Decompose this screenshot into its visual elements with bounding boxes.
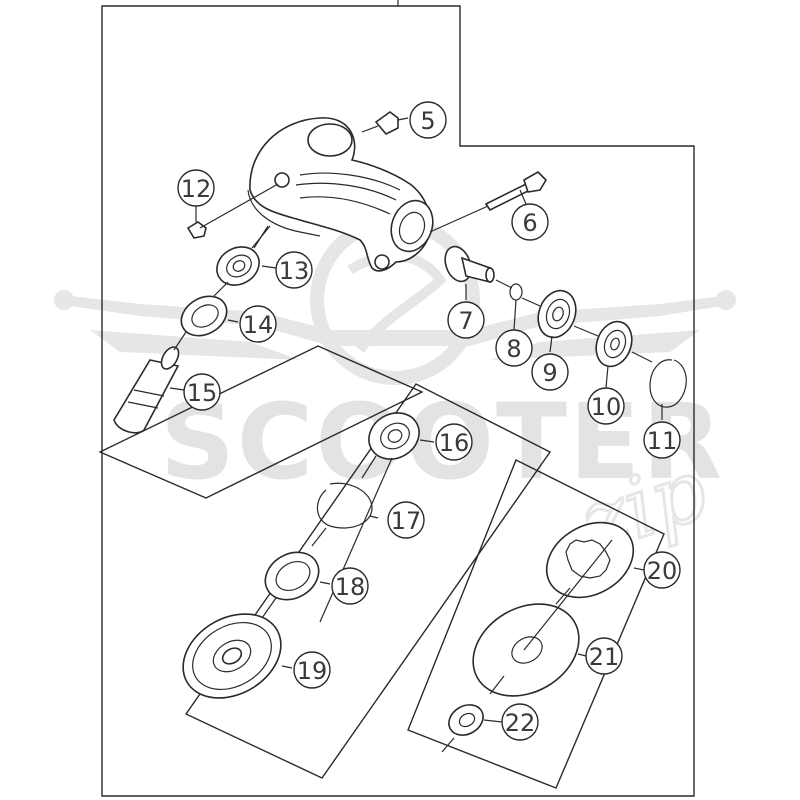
callout-14-label: 14 <box>243 311 274 339</box>
callout-16: 16 <box>435 423 473 461</box>
axis-leader-middle <box>319 457 393 623</box>
callout-18: 18 <box>331 567 369 605</box>
part-19-drive-cup <box>182 613 293 699</box>
callout-15-label: 15 <box>187 379 218 407</box>
callout-5-label: 5 <box>420 107 435 135</box>
part-7-pinion-gear <box>444 245 495 300</box>
callout-20: 20 <box>643 551 681 589</box>
callout-11-label: 11 <box>647 427 678 455</box>
callout-19-label: 19 <box>297 657 328 685</box>
callout-14: 14 <box>239 305 277 343</box>
housing-rib-1 <box>299 172 401 191</box>
callout-9: 9 <box>531 353 569 391</box>
part-11-snap-ring <box>631 351 687 420</box>
part-10-bearing <box>573 320 633 389</box>
callout-15: 15 <box>183 373 221 411</box>
callout-6: 6 <box>511 189 549 241</box>
housing-screw-hole <box>274 172 290 188</box>
watermark: SCOOTER zip <box>54 215 736 574</box>
axis-leader-blade <box>523 539 613 651</box>
watermark-handlebar <box>54 290 736 360</box>
callout-8: 8 <box>495 329 533 367</box>
housing-lower-edge <box>247 189 321 237</box>
housing-rib-2 <box>295 182 397 201</box>
callout-17-label: 17 <box>391 507 422 535</box>
callout-21: 21 <box>585 637 623 675</box>
callout-9-label: 9 <box>542 359 557 387</box>
part-16-bearing <box>361 412 435 479</box>
part-17-circlip <box>311 482 379 547</box>
part-9-bearing <box>521 289 577 353</box>
part-21-pressure-plate <box>472 603 587 697</box>
part-6-long-bolt <box>429 171 548 233</box>
axis-leader-upper <box>253 225 269 249</box>
callout-10-label: 10 <box>591 393 622 421</box>
callout-16-label: 16 <box>439 429 470 457</box>
callout-20-label: 20 <box>647 557 678 585</box>
callout-6-label: 6 <box>522 209 537 237</box>
callout-8-label: 8 <box>506 335 521 363</box>
housing-side-bore-inner <box>398 211 426 245</box>
housing-top-bore <box>307 123 353 157</box>
callout-13: 13 <box>275 251 313 289</box>
housing-lug <box>374 254 390 270</box>
part-14-seal <box>180 281 239 337</box>
subassembly-box-bearings <box>184 383 552 779</box>
callout-12-label: 12 <box>181 175 212 203</box>
callout-18-label: 18 <box>335 573 366 601</box>
callout-11: 11 <box>643 421 681 459</box>
callout-21-label: 21 <box>589 643 620 671</box>
housing-body <box>249 117 432 272</box>
housing-rib-3 <box>299 196 391 215</box>
subassembly-box-shaft <box>98 345 424 499</box>
callout-13-label: 13 <box>279 257 310 285</box>
callout-7: 7 <box>447 301 485 339</box>
part-12-screw <box>186 183 279 239</box>
callout-22: 22 <box>501 703 539 741</box>
part-22-nut <box>441 704 503 753</box>
part-5-bolt <box>361 111 409 135</box>
part-8-circlip <box>495 279 523 331</box>
callout-22-label: 22 <box>505 709 536 737</box>
callout-7-label: 7 <box>458 307 473 335</box>
callout-10: 10 <box>587 387 625 425</box>
gear-housing <box>247 117 434 272</box>
subassembly-box-blade <box>407 459 665 789</box>
callout-19: 19 <box>293 651 331 689</box>
callout-5: 5 <box>409 101 447 139</box>
callout-17: 17 <box>387 501 425 539</box>
callout-12: 12 <box>177 169 215 222</box>
part-15-output-shaft <box>113 331 187 434</box>
part-18-seal <box>261 551 331 619</box>
diagram-frame <box>101 5 695 797</box>
part-13-bearing <box>216 225 277 286</box>
